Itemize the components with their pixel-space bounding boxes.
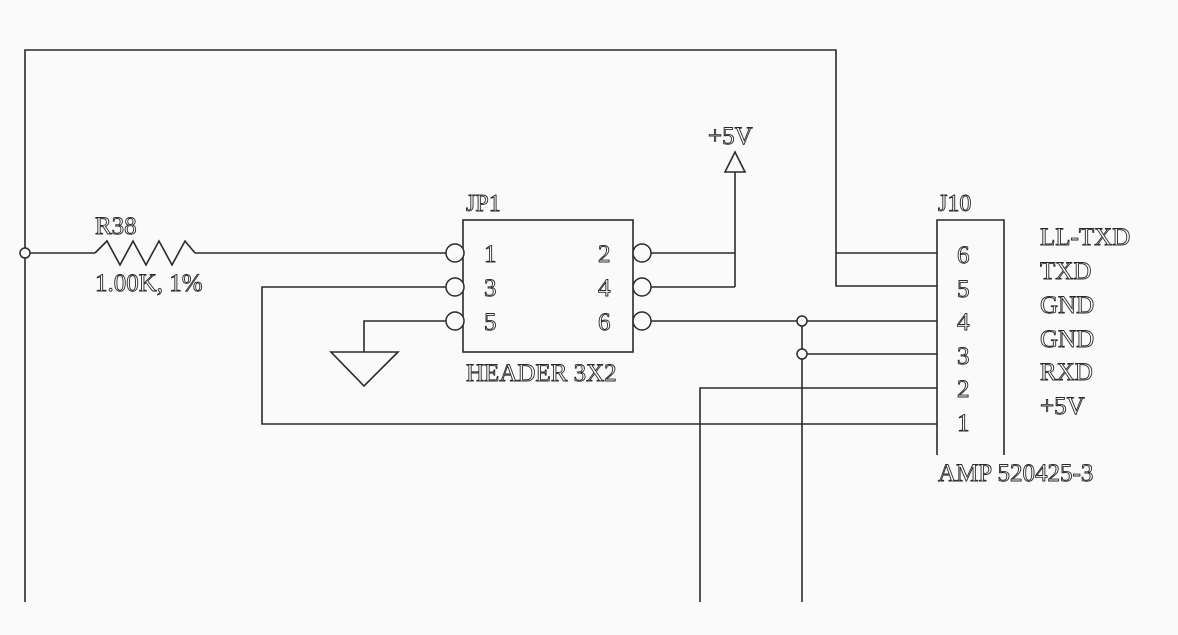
jp1-pin1-number: 1 xyxy=(484,241,497,268)
j10-signal-rxd: RXD xyxy=(1040,359,1093,386)
j10-ref-label: J10 xyxy=(938,191,971,217)
resistor-value-label: 1.00K, 1% xyxy=(95,270,203,297)
resistor-ref-label: R38 xyxy=(95,213,137,240)
jp1-pin3-number: 3 xyxy=(484,275,497,302)
jp1-pin2-number: 2 xyxy=(598,241,611,268)
j10-pin5-number: 5 xyxy=(957,276,970,303)
j10-signal-ll-txd: LL-TXD xyxy=(1040,224,1130,251)
jp1-pin6-circle xyxy=(632,311,652,331)
j10-signal-gnd-1: GND xyxy=(1040,292,1094,319)
j10-signal-gnd-2: GND xyxy=(1040,326,1094,353)
j10-pin6-number: 6 xyxy=(957,242,970,269)
j10-pin2-number: 2 xyxy=(957,376,970,403)
jp1-pin3-to-j10-pin1-wire xyxy=(261,286,937,425)
ground-symbol xyxy=(329,351,400,388)
rxd-wire xyxy=(699,387,937,602)
power-5v-label: +5V xyxy=(708,123,753,150)
jp1-pin1-circle xyxy=(445,243,465,263)
power-5v-arrow-symbol xyxy=(723,150,747,173)
jp1-pin6-number: 6 xyxy=(598,309,611,336)
jp1-pin2-circle xyxy=(632,243,652,263)
jp1-pin5-ground-wire xyxy=(363,320,446,352)
jp1-ref-label: JP1 xyxy=(466,191,501,217)
j10-pin4-number: 4 xyxy=(957,309,970,336)
j10-signal-5v: +5V xyxy=(1040,393,1085,420)
outer-loop-wire xyxy=(24,49,937,602)
j10-pin1-number: 1 xyxy=(957,410,970,437)
jp1-pin5-circle xyxy=(445,311,465,331)
jp1-pin5-number: 5 xyxy=(484,309,497,336)
left-junction-dot xyxy=(19,247,31,259)
jp1-pin3-circle xyxy=(445,277,465,297)
jp1-pin4-circle xyxy=(632,277,652,297)
resistor-r38-symbol xyxy=(94,239,196,267)
jp1-type-label: HEADER 3X2 xyxy=(466,360,617,387)
j10-pin3-number: 3 xyxy=(957,343,970,370)
jp1-pin4-number: 4 xyxy=(598,275,611,302)
j10-signal-txd: TXD xyxy=(1040,258,1091,285)
j10-connector-body xyxy=(936,219,1005,455)
gnd-junction-dot-pin4 xyxy=(796,315,808,327)
gnd-junction-dot-pin3 xyxy=(796,348,808,360)
j10-part-label: AMP 520425-3 xyxy=(938,460,1093,487)
